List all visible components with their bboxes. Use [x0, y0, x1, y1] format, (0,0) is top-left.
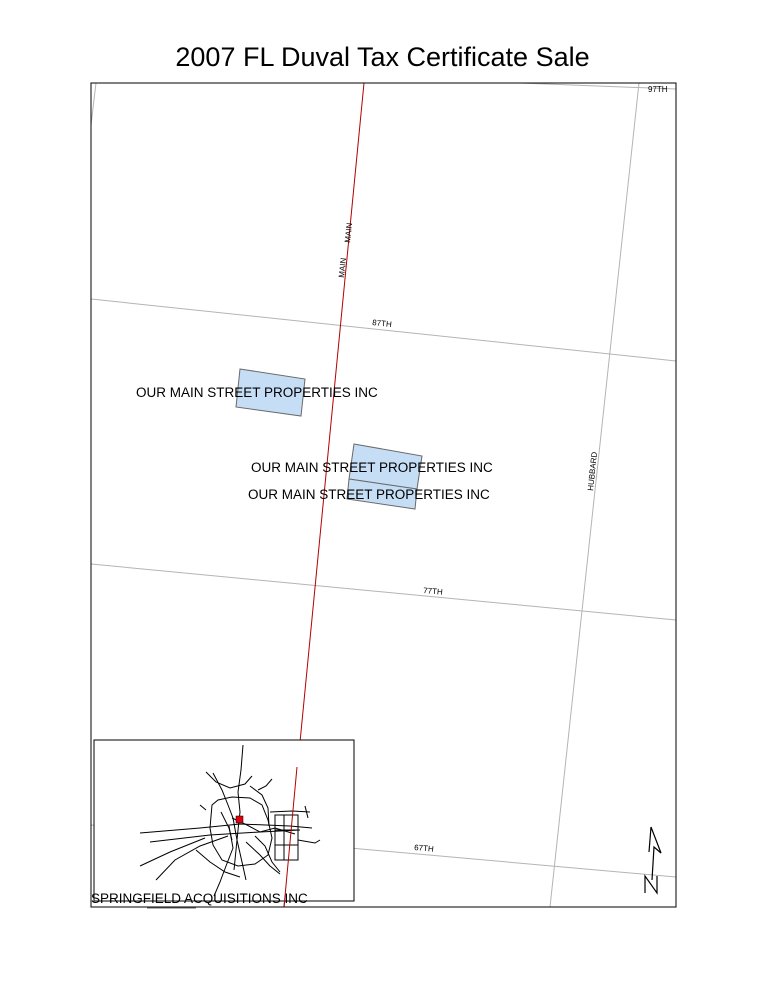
label-77th: 77TH [423, 586, 443, 597]
label-97th: 97TH [648, 85, 668, 94]
label-main-lower: MAIN [337, 257, 348, 278]
street-west-edge [91, 83, 97, 126]
inset-location-marker [235, 815, 244, 824]
label-87th: 87TH [372, 318, 393, 329]
parcel-1-label: OUR MAIN STREET PROPERTIES INC [136, 385, 378, 400]
street-97th [519, 83, 676, 90]
street-87th [91, 298, 676, 362]
parcel-3[interactable] [346, 478, 418, 510]
map-title: 2007 FL Duval Tax Certificate Sale [175, 42, 590, 72]
label-main-upper: MAIN [343, 222, 354, 243]
parcel-3-label: OUR MAIN STREET PROPERTIES INC [248, 487, 490, 502]
parcel-1[interactable] [235, 368, 306, 417]
north-arrow-icon [644, 826, 662, 895]
map-frame [90, 82, 677, 908]
inset-locator-map [93, 739, 355, 907]
parcel-4-label: SPRINGFIELD ACQUISITIONS INC [91, 891, 308, 906]
street-77th [91, 563, 676, 621]
street-hubbard [549, 83, 640, 907]
parcel-2-label: OUR MAIN STREET PROPERTIES INC [251, 460, 493, 475]
label-67th: 67TH [414, 843, 434, 854]
label-hubbard: HUBBARD [586, 451, 599, 491]
